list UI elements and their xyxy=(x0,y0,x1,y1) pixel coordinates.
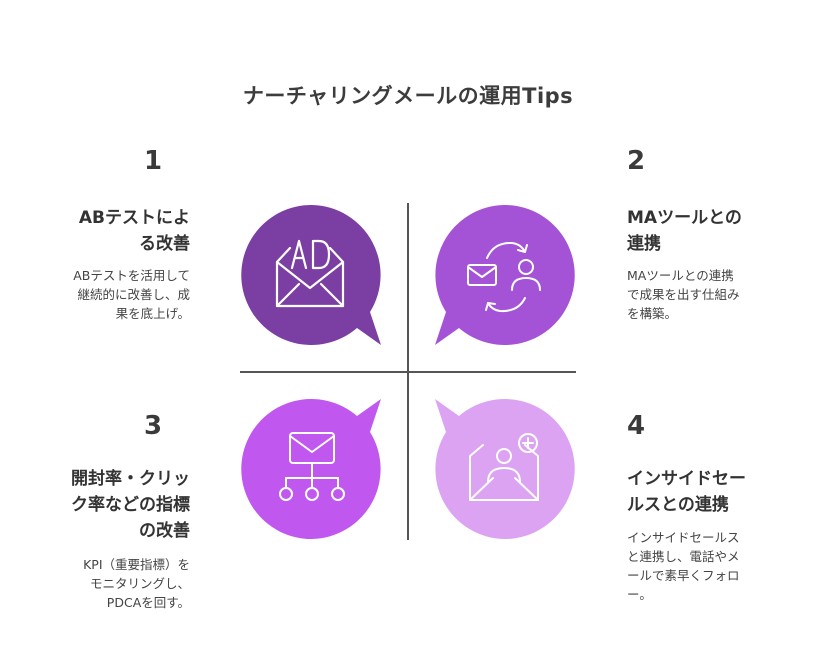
speech-bubble-3 xyxy=(241,399,381,540)
quadrant-1-description: ABテストを活用して 継続的に改善し、成 果を底上げ。 xyxy=(73,268,190,321)
speech-bubble-4 xyxy=(435,399,575,540)
quadrant-2-heading: MAツールとの 連携 xyxy=(627,208,742,254)
ad-envelope-icon xyxy=(275,239,345,308)
page-title: ナーチャリングメールの運用Tips xyxy=(242,84,574,108)
quadrant-3-description: KPI（重要指標）を モニタリングし、 PDCAを回す。 xyxy=(83,557,190,610)
envelope-person-add-icon xyxy=(469,433,539,501)
quadrant-4-number: 4 xyxy=(627,411,646,441)
quadrant-4-description: インサイドセールス と連携し、電話やメ ールで素早くフォロ ー。 xyxy=(627,530,740,602)
mail-sync-person-icon xyxy=(467,241,541,313)
quadrant-3-heading: 開封率・クリッ ク率などの指標 の改善 xyxy=(71,469,190,541)
speech-bubble-2 xyxy=(435,204,575,345)
quadrant-1-heading: ABテストによ る改善 xyxy=(78,208,190,254)
quadrant-1-number: 1 xyxy=(144,146,163,176)
quadrant-4-heading: インサイドセー ルスとの連携 xyxy=(627,469,746,515)
mail-distribution-icon xyxy=(279,432,345,501)
speech-bubble-1 xyxy=(241,204,381,345)
quadrant-2-number: 2 xyxy=(627,146,646,176)
quadrant-3-number: 3 xyxy=(144,411,163,441)
quadrant-2-description: MAツールとの連携 で成果を出す仕組み を構築。 xyxy=(627,268,740,321)
